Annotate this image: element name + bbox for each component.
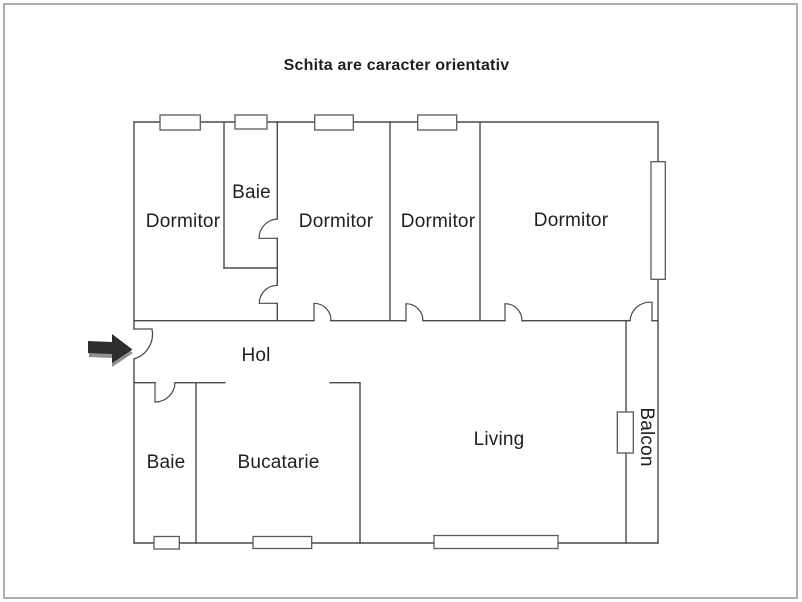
door-baie-bottom bbox=[154, 382, 176, 403]
window-dormitor4-right bbox=[650, 161, 666, 280]
door-baie-top bbox=[258, 218, 278, 239]
label-hol: Hol bbox=[241, 345, 270, 366]
door-dormitor4 bbox=[504, 303, 523, 322]
label-dormitor-2: Dormitor bbox=[299, 211, 374, 232]
window-baie-top bbox=[234, 114, 268, 130]
window-dormitor1-top bbox=[159, 114, 201, 131]
window-baie-bottom bbox=[153, 535, 180, 550]
plan-title: Schita are caracter orientativ bbox=[284, 57, 510, 74]
label-balcon: Balcon bbox=[636, 407, 657, 466]
door-dormitor1 bbox=[258, 284, 278, 304]
label-dormitor-4: Dormitor bbox=[534, 210, 609, 231]
label-living: Living bbox=[474, 429, 525, 450]
page-border-frame bbox=[3, 3, 798, 599]
labels: Schita are caracter orientativ Dormitor … bbox=[146, 57, 657, 473]
label-bucatarie: Bucatarie bbox=[237, 452, 319, 473]
label-baie-top: Baie bbox=[232, 182, 271, 203]
walls bbox=[133, 121, 659, 544]
window-living-bottom bbox=[433, 534, 559, 550]
door-dormitor2 bbox=[313, 302, 332, 322]
doors bbox=[133, 218, 653, 403]
label-dormitor-1: Dormitor bbox=[146, 211, 221, 232]
door-entrance bbox=[133, 328, 154, 360]
label-baie-bottom: Baie bbox=[147, 452, 186, 473]
entrance-arrow-body bbox=[88, 334, 133, 363]
windows bbox=[153, 114, 666, 550]
window-dormitor3-top bbox=[417, 114, 458, 131]
entrance-arrow-icon bbox=[88, 334, 133, 367]
window-dormitor2-top bbox=[314, 114, 354, 131]
window-living-balcon bbox=[616, 411, 634, 454]
door-dormitor3 bbox=[405, 303, 424, 322]
label-dormitor-3: Dormitor bbox=[401, 211, 476, 232]
door-balcon bbox=[629, 301, 653, 322]
window-bucatarie-bottom bbox=[252, 535, 313, 550]
